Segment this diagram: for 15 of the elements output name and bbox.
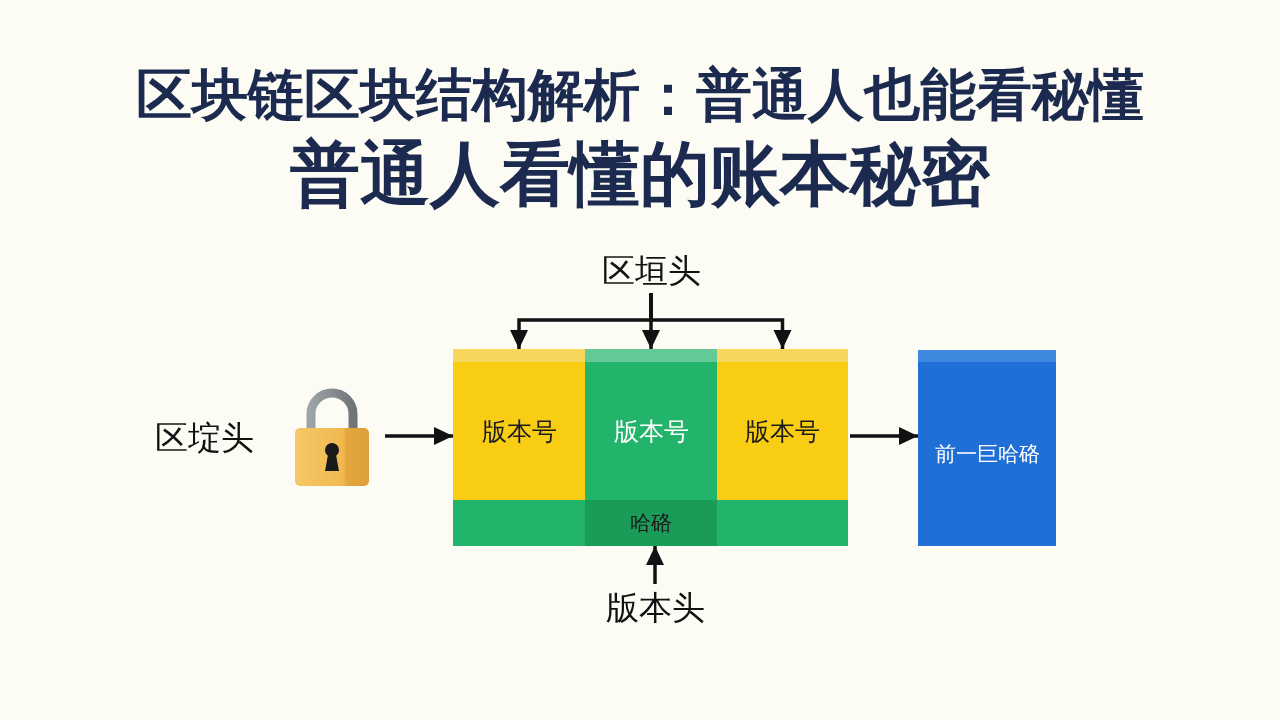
lock-label: 区埞头 <box>153 416 255 459</box>
block-cell: 版本号 <box>585 349 717 500</box>
subtitle: 普通人看懂的账本秘密 <box>290 136 990 213</box>
arrow <box>646 546 664 584</box>
title: 区块链区块结构解析：普通人也能看秘懂 <box>136 64 1144 126</box>
section-label: 区垣头 <box>599 249 703 293</box>
arrow <box>850 427 918 445</box>
padlock-picture <box>294 388 370 487</box>
block-cell: 版本号 <box>453 349 585 500</box>
block-cell: 版本号 <box>717 349 848 500</box>
section-label: 版本头 <box>598 586 712 630</box>
hash-band: 哈硌 <box>453 500 848 546</box>
arrow <box>649 293 792 349</box>
hash-box: 前一巨哈硌 <box>918 350 1056 546</box>
arrow <box>385 427 453 445</box>
